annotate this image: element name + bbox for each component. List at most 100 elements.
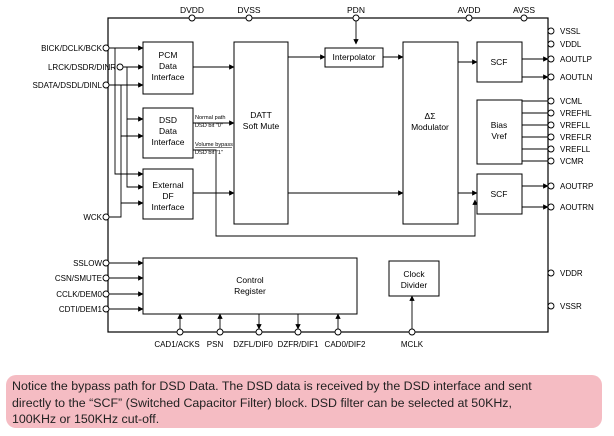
modulator-label-1: ΔΣ: [425, 111, 436, 121]
datt-soft-mute-block: [233, 41, 289, 225]
pin-vddl: [547, 40, 555, 48]
pcm-label-1: PCM: [159, 50, 178, 60]
right-pins: VSSL VDDL AOUTLP AOUTLN VCML VREFHL VREF…: [560, 27, 594, 311]
pin-dvdd: [188, 14, 196, 22]
external-df-interface-block: [142, 168, 194, 220]
pin-cad1-label: CAD1/ACKS: [154, 340, 199, 349]
pin-vreflr-label: VREFLR: [560, 133, 592, 142]
pcm-label-3: Interface: [151, 72, 184, 82]
pin-vssr-label: VSSR: [560, 302, 582, 311]
pin-sslow: [102, 259, 110, 267]
control-register-block: [142, 257, 358, 315]
pin-wck: [102, 213, 110, 221]
pin-aoutrp-label: AOUTRP: [560, 182, 593, 191]
dsd-bit1-label: DSD bit "1": [195, 150, 223, 156]
block-diagram: DVDD DVSS PDN AVDD AVSS BICK/DCLK/BCK LR…: [33, 5, 595, 349]
interpolator-block: [324, 47, 384, 68]
pin-csn-label: CSN/SMUTE: [55, 274, 102, 283]
scf-bottom-label: SCF: [491, 189, 508, 199]
clock-divider-block: [388, 260, 440, 297]
pin-cdti-label: CDTI/DEM1: [59, 305, 103, 314]
control-label-1: Control: [236, 275, 264, 285]
pin-pdn: [352, 14, 360, 22]
pin-vddr-label: VDDR: [560, 269, 583, 278]
pin-psn: [216, 328, 224, 336]
pin-vddr: [547, 269, 555, 277]
pin-cad0-label: CAD0/DIF2: [325, 340, 366, 349]
pin-aoutln: [547, 73, 555, 81]
pin-aoutrn: [547, 203, 555, 211]
pin-dzfl: [255, 328, 263, 336]
pin-lrck: [116, 63, 124, 71]
signal-wires: [109, 21, 549, 330]
volume-bypass-label: Volume bypass: [195, 142, 233, 148]
bias-label-2: Vref: [491, 131, 507, 141]
dsd-bit0-label: DSD bit "0": [195, 123, 223, 129]
note-line-2: directly to the “SCF” (Switched Capacito…: [12, 395, 512, 410]
pin-cdti: [102, 305, 110, 313]
pin-sslow-label: SSLOW: [73, 259, 102, 268]
pin-aoutlp-label: AOUTLP: [560, 55, 592, 64]
pcm-label-2: Data: [159, 61, 177, 71]
modulator-label-2: Modulator: [411, 122, 449, 132]
chip-outline: [107, 17, 549, 333]
bias-label-1: Bias: [491, 120, 508, 130]
control-label-2: Register: [234, 286, 266, 296]
pin-bick-label: BICK/DCLK/BCK: [41, 44, 103, 53]
pin-vrefll-label: VREFLL: [560, 121, 591, 130]
pin-vssl-label: VSSL: [560, 27, 581, 36]
pin-vrefll: [547, 121, 555, 129]
interpolator-label: Interpolator: [333, 52, 376, 62]
scf-top-block: [476, 41, 523, 83]
pin-bick: [102, 44, 110, 52]
pin-cad1: [176, 328, 184, 336]
pin-psn-label: PSN: [207, 340, 224, 349]
pin-vcmr-label: VCMR: [560, 157, 584, 166]
pin-avdd: [465, 14, 473, 22]
pin-aoutln-label: AOUTLN: [560, 73, 593, 82]
pin-vrefll2: [547, 145, 555, 153]
datt-label-1: DATT: [250, 110, 272, 120]
ext-df-label-1: External: [152, 180, 183, 190]
modulator-block: [402, 41, 459, 225]
top-pins: DVDD DVSS PDN AVDD AVSS: [180, 5, 535, 15]
pin-cclk: [102, 290, 110, 298]
pin-avss-label: AVSS: [513, 5, 535, 15]
dsd-label-3: Interface: [151, 137, 184, 147]
bias-vref-block: [476, 99, 523, 165]
dsd-label-1: DSD: [159, 115, 177, 125]
datt-label-2: Soft Mute: [243, 121, 280, 131]
bypass-note: Notice the bypass path for DSD Data. The…: [6, 375, 602, 428]
pin-vreflr: [547, 133, 555, 141]
pin-pdn-label: PDN: [347, 5, 365, 15]
scf-bottom-block: [476, 173, 523, 215]
pin-aoutrn-label: AOUTRN: [560, 203, 594, 212]
pin-vcml: [547, 97, 555, 105]
ext-df-label-3: Interface: [151, 202, 184, 212]
pin-dvdd-label: DVDD: [180, 5, 204, 15]
pin-vcml-label: VCML: [560, 97, 583, 106]
dsd-interface-block: [142, 107, 194, 159]
clock-label-1: Clock: [403, 269, 425, 279]
pin-vrefhl: [547, 109, 555, 117]
pin-mclk-label: MCLK: [401, 340, 424, 349]
ext-df-label-2: DF: [162, 191, 173, 201]
pin-vrefll2-label: VREFLL: [560, 145, 591, 154]
left-pins: BICK/DCLK/BCK LRCK/DSDR/DINR SDATA/DSDL/…: [33, 44, 117, 314]
pin-cad0: [334, 328, 342, 336]
pin-mclk: [408, 328, 416, 336]
pin-sdata: [102, 81, 110, 89]
normal-path-label: Normal path: [195, 115, 225, 121]
pin-aoutrp: [547, 182, 555, 190]
dsd-label-2: Data: [159, 126, 177, 136]
pin-avdd-label: AVDD: [458, 5, 481, 15]
pin-dzfr-label: DZFR/DIF1: [278, 340, 319, 349]
pin-vssl: [547, 27, 555, 35]
pin-dzfl-label: DZFL/DIF0: [233, 340, 273, 349]
pin-aoutlp: [547, 55, 555, 63]
note-line-1: Notice the bypass path for DSD Data. The…: [12, 379, 532, 393]
bottom-pins: CAD1/ACKS PSN DZFL/DIF0 DZFR/DIF1 CAD0/D…: [154, 340, 423, 349]
pin-dzfr: [294, 328, 302, 336]
scf-top-label: SCF: [491, 57, 508, 67]
pin-wck-label: WCK: [83, 213, 102, 222]
